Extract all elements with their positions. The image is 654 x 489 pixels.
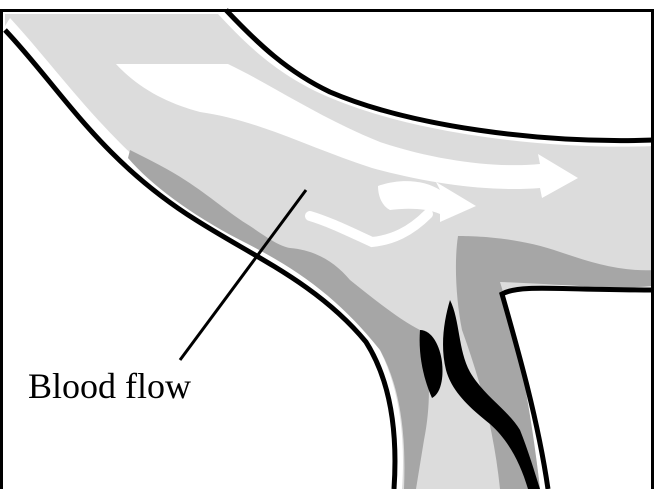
blood-flow-label: Blood flow bbox=[28, 366, 191, 406]
